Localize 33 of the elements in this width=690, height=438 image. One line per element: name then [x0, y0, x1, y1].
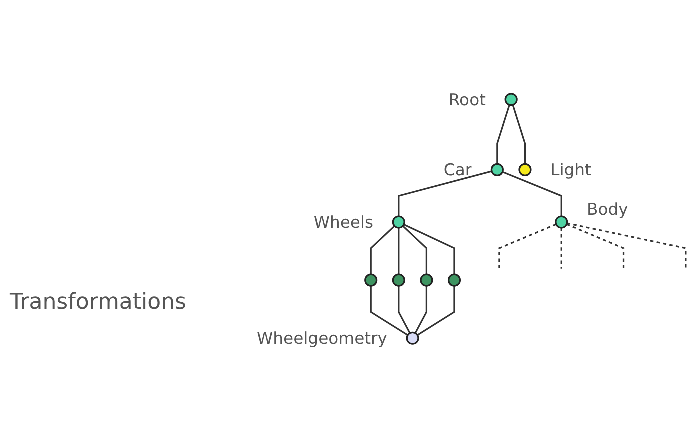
circle-node — [392, 274, 406, 287]
dashed-line — [567, 222, 687, 269]
connector-line — [417, 286, 456, 336]
connector-line — [402, 226, 428, 275]
connector-line — [398, 286, 411, 334]
connector-line — [496, 104, 510, 164]
connector-line — [512, 104, 526, 164]
circle-node — [518, 163, 532, 176]
circle-node — [504, 93, 518, 106]
dashed-line — [560, 228, 562, 269]
circle-node — [364, 274, 378, 287]
connector-line — [370, 286, 408, 336]
circle-node — [490, 163, 504, 176]
circle-node — [406, 332, 420, 345]
connector-line — [404, 224, 456, 275]
circle-node — [448, 274, 462, 287]
connector-line — [414, 286, 428, 334]
connector-line — [370, 226, 396, 275]
node-label: Root — [448, 90, 486, 110]
circle-node — [420, 274, 434, 287]
connector-line — [502, 171, 562, 217]
group-label: Transformations — [10, 290, 188, 315]
node-label: Light — [550, 160, 592, 180]
circle-node — [392, 216, 406, 229]
dashed-line — [498, 224, 557, 269]
node-label: Car — [444, 160, 472, 180]
node-label: Wheelgeometry — [256, 328, 388, 348]
dashed-line — [566, 224, 625, 269]
node-label: Wheels — [314, 212, 374, 232]
connector-line — [398, 228, 400, 275]
node-label: Body — [586, 199, 628, 219]
connector-line — [398, 170, 492, 217]
circle-node — [555, 216, 568, 229]
